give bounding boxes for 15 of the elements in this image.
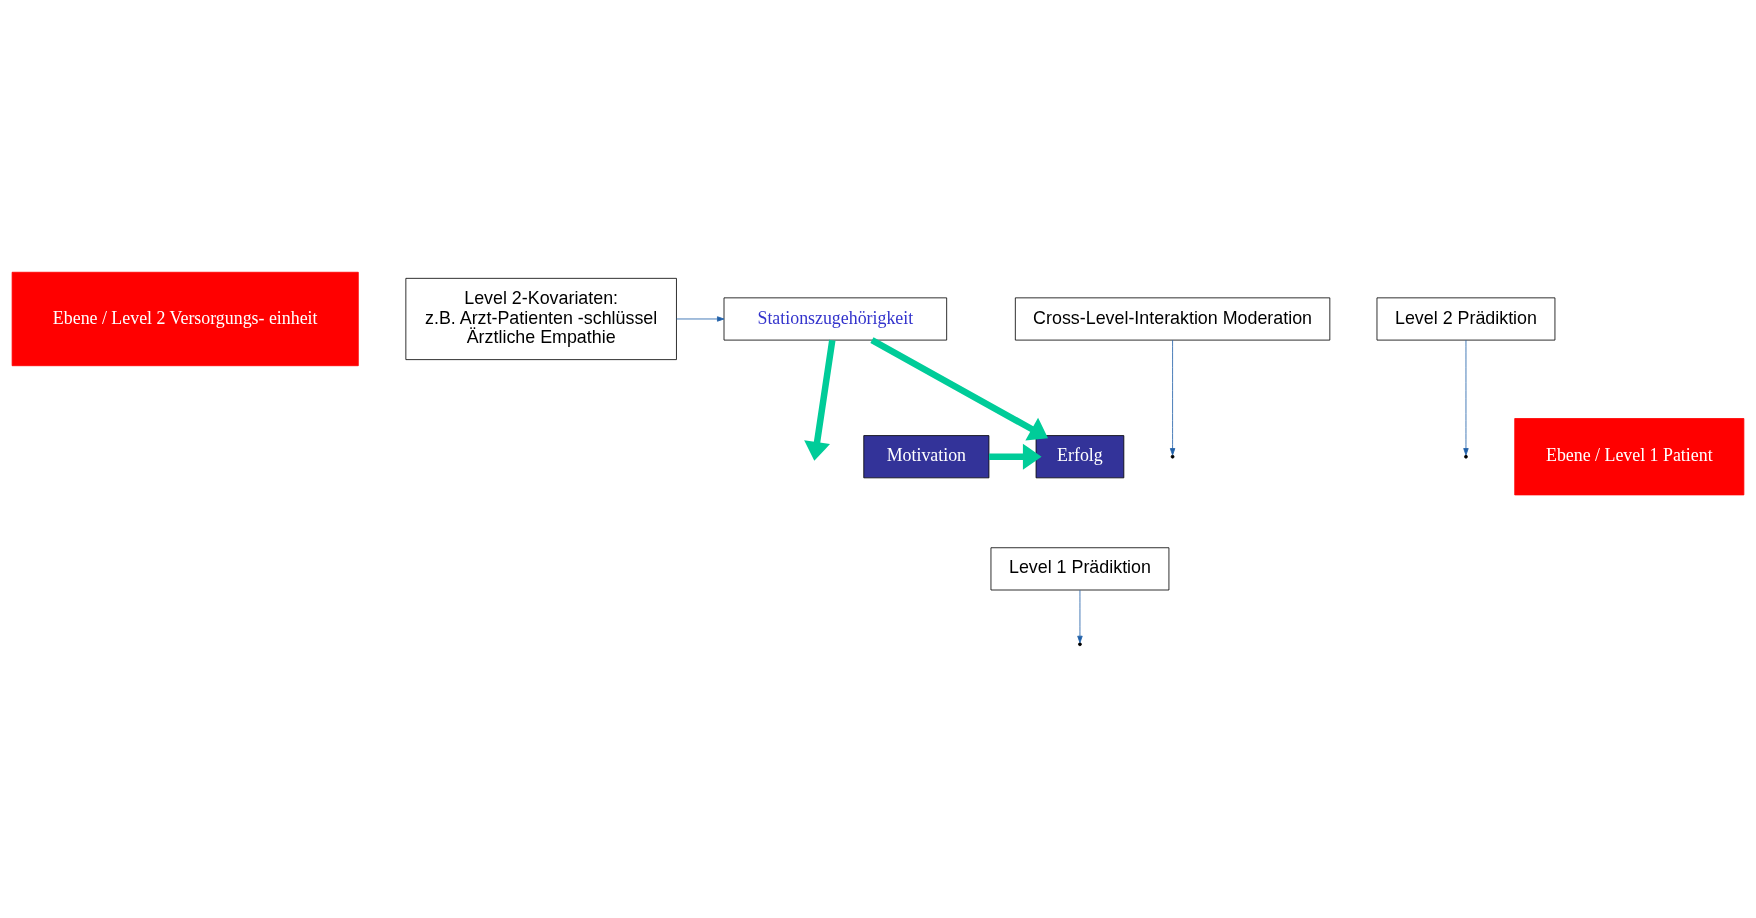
node-box: Level 1 Prädiktion [990,547,1170,591]
node-box: Cross-Level-Interaktion Moderation [1014,297,1331,341]
node-box: Ebene / Level 1 Patient [1514,418,1745,496]
arrow [676,316,725,322]
arrow [870,337,1049,441]
arrow [1077,589,1083,644]
node-box: Level 2-Kovariaten: z.B. Arzt-Patienten -schlüssel Ärztliche Empathie [405,277,677,360]
arrow [1169,339,1176,456]
node-box: Ebene / Level 2 Versorgungs- einheit [11,271,359,367]
arrow [989,443,1042,470]
arrow [1463,339,1469,456]
node-box: Level 2 Prädiktion [1376,297,1556,341]
node-box: Stationszugehörigkeit [723,297,948,341]
node-box: Motivation [863,435,990,479]
node-box: Erfolg [1035,435,1125,479]
